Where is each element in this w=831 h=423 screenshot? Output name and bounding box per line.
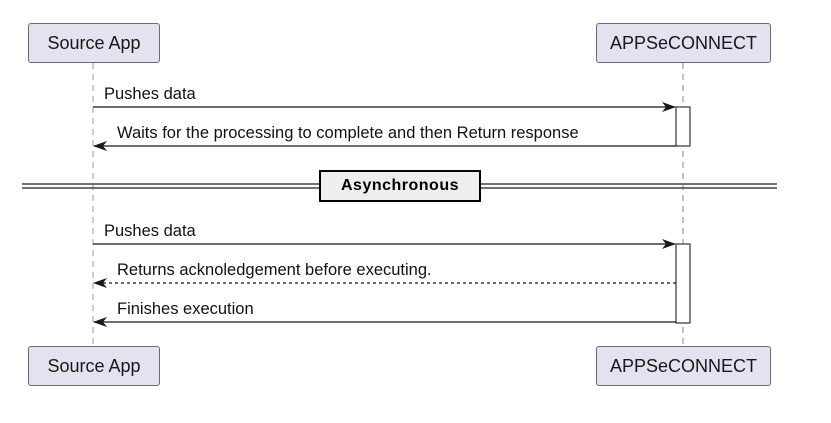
participant-appseconnect-bottom: APPSeCONNECT [596,346,771,386]
activation-bar-async [675,243,691,324]
participant-source-app-top: Source App [28,23,160,63]
message-label-async-acknowledgement: Returns acknoledgement before executing. [117,261,432,279]
participant-source-app-bottom: Source App [28,346,160,386]
message-label-sync-return-response: Waits for the processing to complete and… [117,124,579,142]
activation-bar-sync [675,106,691,147]
divider-asynchronous: Asynchronous [319,170,481,202]
message-label-async-pushes-data: Pushes data [104,222,196,240]
participant-appseconnect-top: APPSeCONNECT [596,23,771,63]
message-label-async-finishes-execution: Finishes execution [117,300,254,318]
message-label-sync-pushes-data: Pushes data [104,85,196,103]
